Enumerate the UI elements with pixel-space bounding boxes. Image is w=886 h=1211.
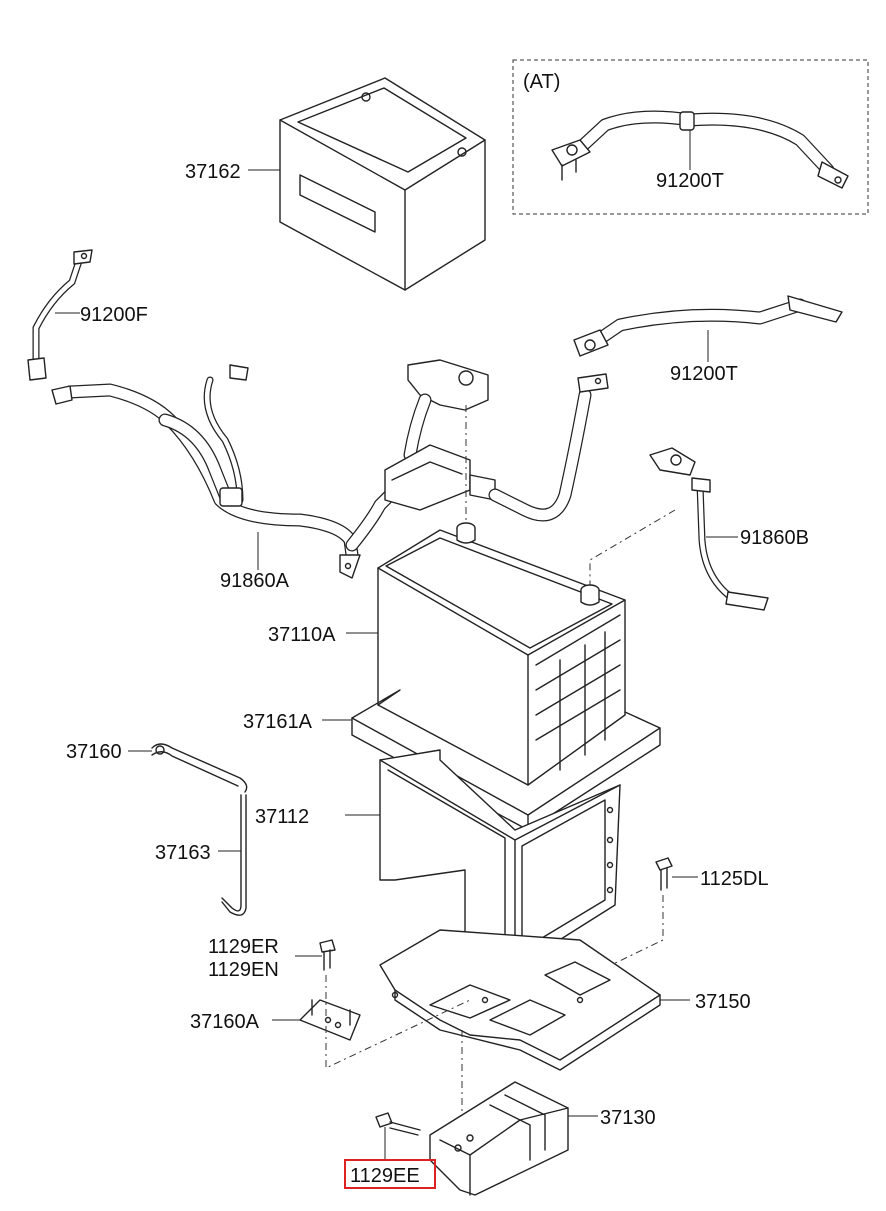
label-1129EE[interactable]: 1129EE bbox=[350, 1165, 420, 1187]
bolt-1129ER[interactable] bbox=[319, 939, 336, 971]
cable-positive-link[interactable] bbox=[488, 373, 609, 522]
label-91860B: 91860B bbox=[740, 527, 809, 549]
bolt-1129EE[interactable] bbox=[375, 1112, 421, 1136]
label-37163: 37163 bbox=[155, 842, 211, 864]
battery-37110A[interactable] bbox=[377, 522, 626, 786]
at-option-box bbox=[512, 59, 869, 215]
label-37150: 37150 bbox=[695, 991, 751, 1013]
battery-insulator-37112[interactable] bbox=[379, 749, 621, 969]
cable-91200T-at[interactable] bbox=[551, 110, 849, 189]
harness-91860A[interactable] bbox=[51, 364, 402, 579]
cable-91200F[interactable] bbox=[27, 249, 93, 381]
label-37161A: 37161A bbox=[243, 711, 313, 733]
cable-91200T[interactable] bbox=[573, 295, 843, 357]
hold-down-rod-37160[interactable] bbox=[151, 743, 248, 793]
label-91200F: 91200F bbox=[80, 304, 148, 326]
at-box-title: (AT) bbox=[523, 71, 560, 93]
label-37162: 37162 bbox=[185, 161, 241, 183]
label-37160A: 37160A bbox=[190, 1011, 260, 1033]
label-37112: 37112 bbox=[255, 806, 309, 828]
label-1125DL: 1125DL bbox=[700, 868, 769, 890]
battery-cover-37162[interactable] bbox=[279, 77, 486, 291]
clamp-bracket-37160A[interactable] bbox=[299, 999, 361, 1041]
label-91200T-at: 91200T bbox=[656, 170, 724, 192]
bolt-1125DL[interactable] bbox=[655, 857, 673, 891]
label-1129ER: 1129ER bbox=[208, 936, 279, 958]
terminal-fuse-block[interactable] bbox=[384, 359, 496, 511]
label-91860A: 91860A bbox=[220, 570, 290, 592]
label-37130: 37130 bbox=[600, 1107, 656, 1129]
battery-tray-37150[interactable] bbox=[379, 929, 661, 1071]
label-1129EN: 1129EN bbox=[208, 959, 279, 981]
label-37160: 37160 bbox=[66, 741, 122, 763]
label-37110A: 37110A bbox=[268, 624, 336, 646]
label-91200T: 91200T bbox=[670, 363, 738, 385]
cable-91860B[interactable] bbox=[649, 447, 769, 611]
highlight-box-1129EE bbox=[344, 1159, 436, 1189]
battery-tray-frame-37161A[interactable] bbox=[351, 689, 661, 831]
support-bracket-37130[interactable] bbox=[429, 1081, 569, 1196]
j-bolt-37163[interactable] bbox=[221, 794, 247, 916]
